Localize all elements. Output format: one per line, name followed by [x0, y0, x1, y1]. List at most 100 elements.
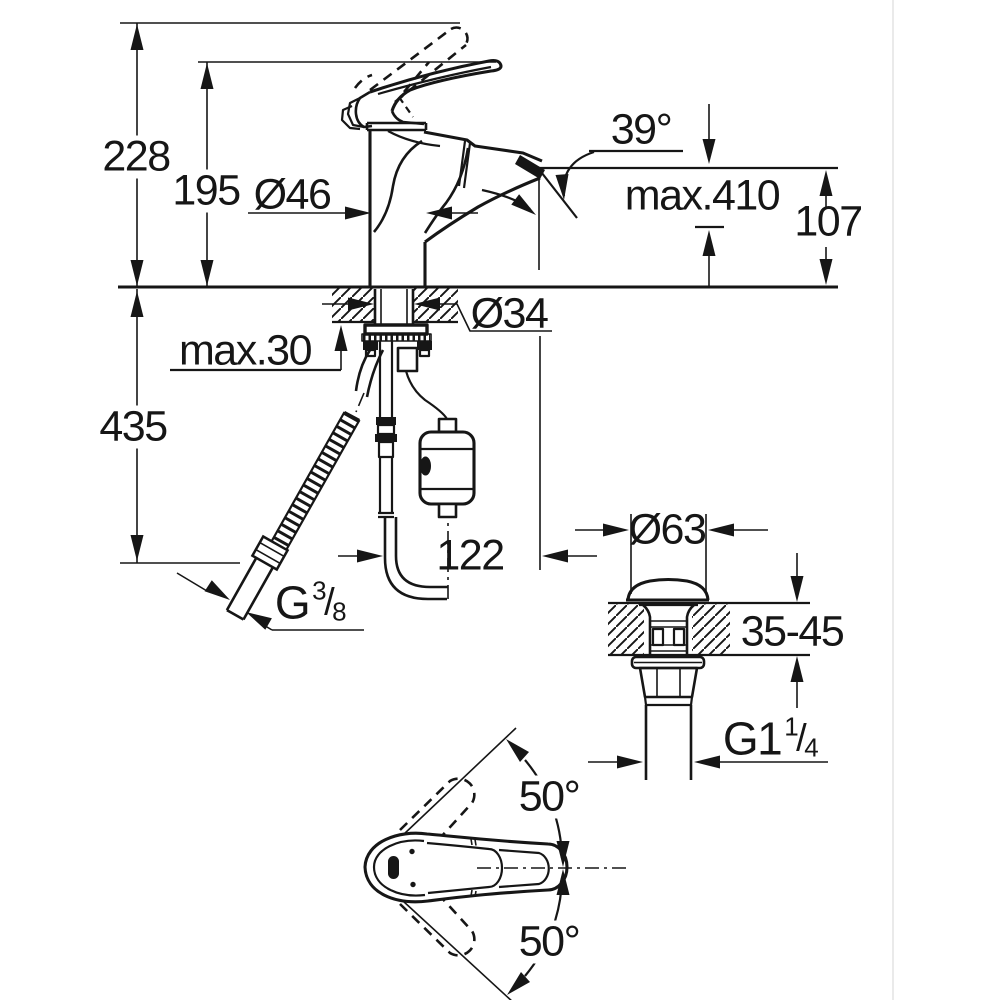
hose-loop-inner — [394, 517, 448, 589]
handle-dot-upper — [409, 848, 415, 855]
arrowhead-right — [357, 549, 383, 563]
braided-hose-texture — [269, 411, 360, 554]
flow-arrowhead — [511, 194, 536, 215]
arrowhead-left — [708, 523, 734, 537]
valve-block — [396, 346, 419, 373]
dim-label-supply-thread: G 3 / 8 — [274, 575, 347, 629]
connector-band-1 — [376, 417, 396, 425]
drain-deck-lines — [608, 601, 810, 657]
stud-nut-right — [417, 341, 432, 350]
stud-tail-left — [364, 348, 377, 358]
dim-drain-thread — [588, 755, 828, 769]
drain-thread-numerator: 1 — [784, 711, 798, 742]
arrowhead-1 — [204, 580, 230, 600]
control-box — [396, 346, 476, 519]
dim-shank-diameter — [322, 297, 552, 570]
arc-lower-arrow-bottom — [507, 972, 530, 995]
arc-lower-arrow-top — [556, 869, 570, 895]
hose-neck — [354, 349, 385, 398]
drain-hex-nut — [638, 666, 699, 699]
dim-label-flange-diameter: Ø63 — [628, 505, 707, 554]
box-side-button — [420, 456, 431, 476]
hose-nut-bands — [255, 541, 285, 565]
dim-label-hose-offset: 122 — [436, 531, 505, 580]
arrowhead-right — [345, 206, 371, 220]
supply-thread-numerator: 3 — [312, 575, 326, 606]
arrowhead-left — [542, 549, 568, 563]
drain-thread-prefix: G1 — [722, 712, 783, 765]
arrowhead-down — [130, 260, 144, 286]
arrowhead-right — [603, 523, 629, 537]
leader-arc — [562, 150, 595, 197]
arrowhead-right — [348, 297, 374, 311]
handle-top-view — [363, 727, 631, 1000]
connector-body-2 — [377, 440, 395, 459]
arrowhead-up — [790, 656, 804, 682]
supply-hose — [225, 349, 385, 621]
lever-nose-notch-1 — [346, 97, 365, 129]
supply-thread-prefix: G — [274, 576, 311, 629]
supply-thread-slash: / — [324, 581, 335, 624]
dim-label-below-deck-length: 435 — [96, 405, 170, 449]
hose-break-centerline — [355, 392, 365, 413]
handle-edge-notches — [470, 838, 477, 897]
arrowhead-up — [200, 63, 214, 89]
hose-end-tube — [225, 557, 275, 621]
arc-upper-arrow-top — [506, 739, 529, 762]
dim-label-spout-angle: 39° — [610, 105, 673, 154]
braided-hose-edges — [268, 411, 361, 554]
arrowhead-down — [790, 576, 804, 602]
dim-body-diameter — [248, 188, 536, 220]
arrowhead-left — [426, 206, 452, 220]
handle-indicator-capsule — [388, 856, 399, 879]
drain-thread-slash: / — [796, 717, 807, 760]
drain-deck-hatch-left — [608, 604, 644, 655]
stud-tail-right — [418, 348, 431, 358]
angle-legs — [402, 727, 517, 1000]
dim-max-deck — [170, 325, 348, 372]
drain-body-lines — [650, 620, 687, 652]
leader-line-2b — [261, 623, 273, 631]
handle-inner-grip — [426, 841, 504, 895]
arrowhead-down — [130, 535, 144, 561]
drain-slot-right — [672, 627, 686, 647]
handle-mid-contour — [498, 848, 550, 889]
handle-dot-lower — [410, 881, 416, 888]
lever-underside — [390, 110, 425, 126]
body-neck-fillet — [387, 130, 441, 148]
spout-underside — [424, 176, 541, 244]
drain-assembly — [608, 577, 810, 780]
dim-label-overall-height: 228 — [99, 135, 173, 179]
drain-dome-cap — [626, 577, 710, 601]
arrowhead-up — [702, 230, 716, 256]
angle-leg — [537, 167, 578, 219]
connector-body-1 — [376, 423, 396, 436]
lever-open-dashed-tip — [450, 26, 469, 45]
spout-top-edge — [423, 130, 543, 163]
dim-label-spout-height: 107 — [794, 197, 863, 246]
box-bottom-connector — [437, 502, 458, 519]
stud-nut-left — [363, 341, 378, 350]
dim-label-shank-diameter: Ø34 — [470, 289, 549, 338]
mounting-hardware — [361, 289, 432, 358]
dim-deck-range — [790, 553, 804, 708]
dim-label-drain-thread: G1 1 / 4 — [722, 711, 819, 765]
dim-height-to-lever — [198, 61, 496, 287]
drain-body-walls — [642, 604, 695, 656]
horseshoe-washer — [361, 333, 432, 342]
box-seam-lines — [421, 447, 473, 491]
arrowhead-down — [819, 259, 833, 285]
faucet-side-view — [340, 26, 545, 287]
body-waist-line — [372, 139, 423, 233]
cable — [404, 370, 448, 420]
drain-thread-denominator: 4 — [804, 732, 818, 763]
spout-joint-lines — [457, 140, 472, 189]
shank-walls — [373, 289, 415, 325]
box-top-connector — [437, 417, 458, 434]
connector-band-2 — [375, 434, 397, 442]
dim-label-swing-upper: 50° — [515, 775, 583, 819]
arc-upper-arrow-bottom — [556, 841, 570, 867]
lever-grip-outline — [354, 90, 373, 129]
dim-max-reach — [538, 104, 838, 286]
